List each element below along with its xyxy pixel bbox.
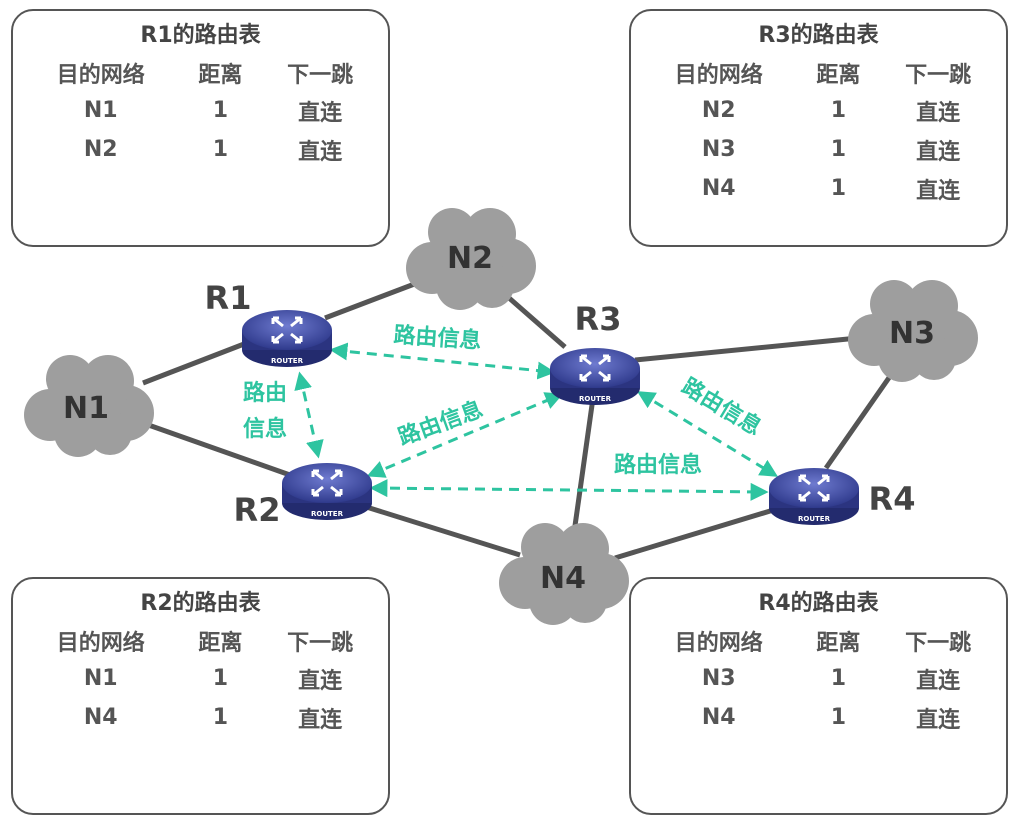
router-r3-device-text: ROUTER (579, 395, 612, 403)
routing-table-grid: 目的网络 距离 下一跳 N1 1 直连 N2 1 直连 (21, 57, 380, 169)
table-row: N2 1 直连 (21, 130, 380, 169)
cell-distance: 1 (830, 98, 847, 123)
cell-next-hop: 直连 (298, 707, 343, 733)
cell-next-hop: 直连 (298, 668, 343, 694)
link-r1-n2 (324, 277, 426, 321)
table-row: N1 1 直连 (21, 91, 380, 130)
routing-table-r4: R4的路由表 目的网络 距离 下一跳 N3 1 直连 N4 1 直连 (629, 577, 1008, 815)
table-row: N2 1 直连 (639, 91, 998, 130)
table-header-row: 目的网络 距离 下一跳 (639, 625, 998, 659)
arrow-r2-r3 (366, 392, 564, 478)
network-label-n3: N3 (889, 316, 935, 351)
router-label-r4: R4 (869, 480, 916, 518)
cell-next-hop: 直连 (916, 100, 961, 126)
message-label-r1-r2-line2: 信息 (243, 416, 287, 442)
router-r1-device-text: ROUTER (271, 357, 304, 365)
cell-destination: N4 (701, 705, 736, 730)
routing-table-r3: R3的路由表 目的网络 距离 下一跳 N2 1 直连 N3 1 直连 N4 1 … (629, 9, 1008, 247)
column-header-next-hop: 下一跳 (287, 63, 354, 88)
cell-destination: N4 (83, 705, 118, 730)
router-label-r1: R1 (205, 279, 252, 317)
table-title: R4的路由表 (758, 591, 879, 616)
column-header-next-hop: 下一跳 (905, 63, 972, 88)
cell-distance: 1 (830, 705, 847, 730)
arrow-r2-r4 (369, 479, 769, 501)
network-label-n1: N1 (63, 391, 109, 426)
table-row: N3 1 直连 (639, 130, 998, 169)
table-header-row: 目的网络 距离 下一跳 (639, 57, 998, 91)
table-row: N3 1 直连 (639, 659, 998, 698)
message-label-r3-r4: 路由信息 (677, 373, 766, 441)
routing-table-r2: R2的路由表 目的网络 距离 下一跳 N1 1 直连 N4 1 直连 (11, 577, 390, 815)
arrow-r1-r2 (294, 371, 324, 459)
table-row: N4 1 直连 (21, 698, 380, 737)
cell-next-hop: 直连 (916, 668, 961, 694)
cell-next-hop: 直连 (916, 707, 961, 733)
column-header-next-hop: 下一跳 (287, 631, 354, 656)
table-row: N1 1 直连 (21, 659, 380, 698)
cell-destination: N3 (701, 666, 736, 691)
column-header-distance: 距离 (816, 631, 861, 656)
table-title: R1的路由表 (140, 23, 261, 48)
link-r2-n4 (359, 502, 521, 558)
cell-distance: 1 (830, 176, 847, 201)
routing-table-r1: R1的路由表 目的网络 距离 下一跳 N1 1 直连 N2 1 直连 (11, 9, 390, 247)
cell-destination: N1 (83, 666, 118, 691)
router-label-r2: R2 (234, 491, 281, 529)
cell-distance: 1 (212, 705, 229, 730)
cell-distance: 1 (212, 98, 229, 123)
message-label-r2-r3: 路由信息 (395, 396, 487, 451)
link-n3-r4 (823, 370, 896, 470)
cell-distance: 1 (830, 137, 847, 162)
column-header-distance: 距离 (198, 63, 243, 88)
table-title: R2的路由表 (140, 591, 261, 616)
column-header-distance: 距离 (816, 63, 861, 88)
cell-next-hop: 直连 (298, 100, 343, 126)
router-r4-device-text: ROUTER (798, 515, 831, 523)
table-title: R3的路由表 (758, 23, 879, 48)
column-header-destination: 目的网络 (56, 631, 145, 656)
table-row: N4 1 直连 (639, 698, 998, 737)
link-n1-r2 (139, 419, 291, 478)
routing-table-grid: 目的网络 距离 下一跳 N1 1 直连 N4 1 直连 (21, 625, 380, 737)
message-label-r2-r4: 路由信息 (614, 452, 702, 478)
arrow-r3-r4 (636, 391, 779, 477)
router-label-r3: R3 (575, 300, 622, 338)
arrow-r1-r3 (329, 342, 556, 380)
link-n1-r1 (142, 341, 245, 386)
message-label-r1-r2-line1: 路由 (243, 380, 287, 406)
column-header-destination: 目的网络 (674, 63, 763, 88)
column-header-distance: 距离 (198, 631, 243, 656)
cell-destination: N3 (701, 137, 736, 162)
table-row: N4 1 直连 (639, 169, 998, 208)
cell-destination: N2 (83, 137, 118, 162)
cell-next-hop: 直连 (916, 178, 961, 204)
table-header-row: 目的网络 距离 下一跳 (21, 625, 380, 659)
cell-next-hop: 直连 (298, 139, 343, 165)
network-label-n4: N4 (540, 561, 586, 596)
column-header-next-hop: 下一跳 (905, 631, 972, 656)
table-header-row: 目的网络 距离 下一跳 (21, 57, 380, 91)
cell-destination: N1 (83, 98, 118, 123)
cell-destination: N2 (701, 98, 736, 123)
column-header-destination: 目的网络 (56, 63, 145, 88)
routing-table-grid: 目的网络 距离 下一跳 N2 1 直连 N3 1 直连 N4 1 直连 (639, 57, 998, 208)
router-r2-device-text: ROUTER (311, 510, 344, 518)
cell-next-hop: 直连 (916, 139, 961, 165)
link-n2-r3 (498, 288, 567, 349)
message-label-r1-r3: 路由信息 (393, 322, 483, 354)
cell-distance: 1 (212, 666, 229, 691)
link-r3-n4 (570, 397, 596, 541)
cell-destination: N4 (701, 176, 736, 201)
column-header-destination: 目的网络 (674, 631, 763, 656)
network-label-n2: N2 (447, 241, 493, 276)
cell-distance: 1 (212, 137, 229, 162)
cell-distance: 1 (830, 666, 847, 691)
routing-table-grid: 目的网络 距离 下一跳 N3 1 直连 N4 1 直连 (639, 625, 998, 737)
link-r3-n3 (634, 335, 859, 363)
link-n4-r4 (614, 505, 781, 561)
